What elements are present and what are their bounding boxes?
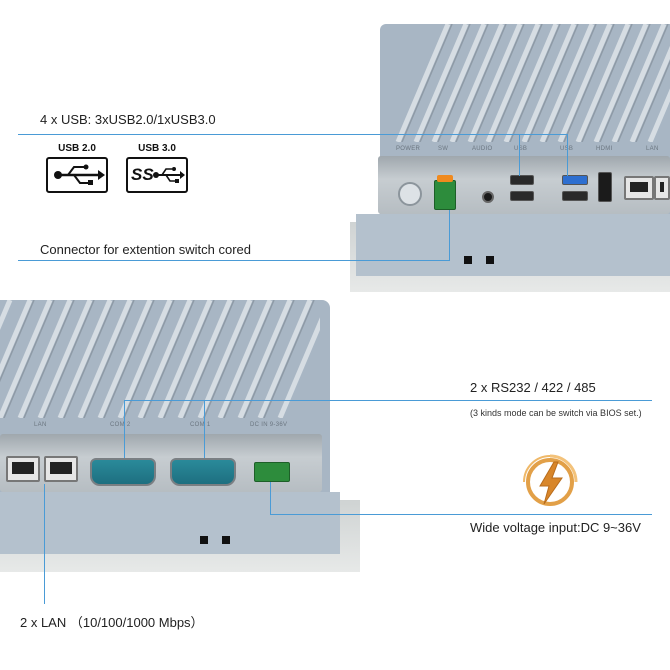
top-io-panel [378, 156, 670, 214]
callout-line-usb-drop-1 [519, 134, 520, 176]
callout-line-lan [44, 484, 45, 604]
callout-line-usb [18, 134, 568, 135]
silk-audio: AUDIO [472, 146, 493, 152]
lan-port-2 [44, 456, 78, 482]
audio-jack [482, 191, 494, 203]
usb3-badge-frame: SS [126, 157, 188, 193]
callout-line-voltage [270, 514, 652, 515]
silk-lan: LAN [646, 146, 659, 152]
hdmi-port [598, 172, 612, 202]
usb-trident-icon [153, 167, 185, 183]
com1-port [170, 458, 236, 486]
usb-trident-icon [54, 164, 105, 185]
callout-line-switch-rise [449, 210, 450, 261]
usb3-badge-label: USB 3.0 [138, 143, 176, 154]
lan-annotation: 2 x LAN （10/100/1000 Mbps） [20, 615, 204, 630]
voltage-annotation: Wide voltage input:DC 9~36V [470, 520, 641, 535]
usb2-badge-frame [46, 157, 108, 193]
silk-sw: SW [438, 146, 449, 152]
usb3-ss-logo: SS [131, 165, 154, 184]
usb2-badge: USB 2.0 [46, 142, 108, 194]
callout-line-voltage-rise [270, 482, 271, 515]
bottom-device-image: LAN COM 2 COM 1 DC IN 9-36V [0, 290, 360, 580]
top-device-image: POWER SW AUDIO USB USB HDMI LAN [340, 0, 670, 300]
top-heatsink-fins [388, 24, 670, 142]
silk-usb-a: USB [514, 146, 528, 152]
callout-line-rs232-drop-1 [124, 400, 125, 458]
callout-line-usb-drop-2 [567, 134, 568, 176]
bottom-vent-hole-2 [222, 536, 230, 544]
switch-connector [434, 180, 456, 210]
silk-com2: COM 2 [110, 422, 131, 428]
top-vent-hole-2 [486, 256, 494, 264]
dc-in-connector [254, 462, 290, 482]
usb2-badge-label: USB 2.0 [58, 143, 96, 154]
silk-bottom-lan: LAN [34, 422, 47, 428]
silk-usb-b: USB [560, 146, 573, 152]
switch-connector-tab [437, 175, 453, 182]
power-button [398, 182, 422, 206]
usb-annotation: 4 x USB: 3xUSB2.0/1xUSB3.0 [40, 112, 216, 127]
usb-port-4 [562, 191, 588, 201]
switch-annotation: Connector for extention switch cored [40, 242, 251, 257]
usb3-badge: USB 3.0 SS [126, 142, 188, 194]
callout-line-switch [18, 260, 450, 261]
lightning-bolt-icon [523, 454, 578, 506]
silk-dcin: DC IN 9-36V [250, 422, 288, 428]
bottom-lower-chassis [0, 492, 340, 554]
usb-port-2 [510, 191, 534, 201]
com2-port [90, 458, 156, 486]
lan-port-top-2 [654, 176, 670, 200]
rs232-note: (3 kinds mode can be switch via BIOS set… [470, 408, 642, 418]
bottom-vent-hole-1 [200, 536, 208, 544]
silk-com1: COM 1 [190, 422, 211, 428]
silk-power: POWER [396, 146, 421, 152]
top-lower-chassis [356, 214, 670, 276]
usb-port-3 [562, 175, 588, 185]
rs232-annotation: 2 x RS232 / 422 / 485 [470, 380, 596, 395]
lan-port-top-1 [624, 176, 654, 200]
usb-port-1 [510, 175, 534, 185]
callout-line-rs232-drop-2 [204, 400, 205, 458]
silk-hdmi: HDMI [596, 146, 613, 152]
bottom-heatsink-fins [0, 300, 320, 418]
callout-line-rs232 [124, 400, 652, 401]
top-vent-hole-1 [464, 256, 472, 264]
lan-port-1 [6, 456, 40, 482]
